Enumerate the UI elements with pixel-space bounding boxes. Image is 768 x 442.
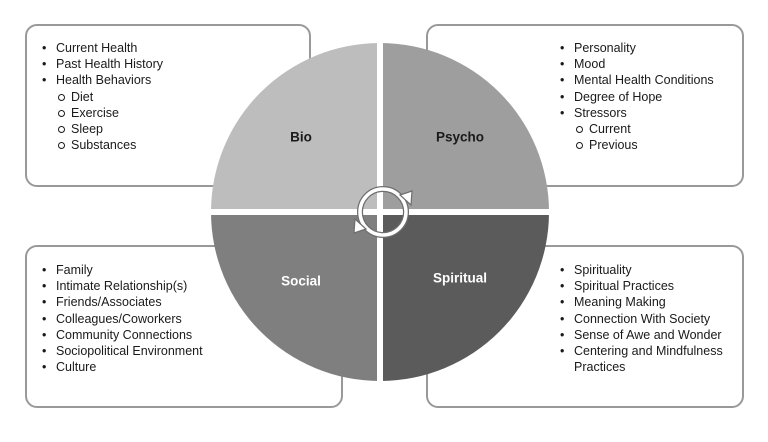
bio-list: Current Health Past Health History Healt… xyxy=(42,40,163,153)
list-item: Spirituality xyxy=(560,262,723,278)
sub-list-item: Sleep xyxy=(42,121,163,137)
list-item: Degree of Hope xyxy=(560,89,714,105)
psycho-quadrant xyxy=(380,43,549,212)
list-item: Community Connections xyxy=(42,327,203,343)
sub-list-item: Current xyxy=(560,121,714,137)
list-item: Colleagues/Coworkers xyxy=(42,311,203,327)
list-item: Meaning Making xyxy=(560,294,723,310)
list-item: Friends/Associates xyxy=(42,294,203,310)
list-item: Current Health xyxy=(42,40,163,56)
list-item: Spiritual Practices xyxy=(560,278,723,294)
list-item: Mood xyxy=(560,56,714,72)
circular-arrows-icon xyxy=(353,186,413,238)
list-item: Personality xyxy=(560,40,714,56)
bio-label: Bio xyxy=(290,129,312,145)
list-item: Family xyxy=(42,262,203,278)
sub-list-item: Previous xyxy=(560,137,714,153)
list-item: Mental Health Conditions xyxy=(560,72,714,88)
list-item: Health Behaviors xyxy=(42,72,163,88)
list-item: Sociopolitical Environment xyxy=(42,343,203,359)
sub-list-item: Substances xyxy=(42,137,163,153)
spiritual-quadrant xyxy=(380,212,549,381)
social-quadrant xyxy=(211,212,380,381)
psycho-list: Personality Mood Mental Health Condition… xyxy=(560,40,714,153)
spiritual-label: Spiritual xyxy=(432,270,488,286)
list-item: Culture xyxy=(42,359,203,375)
list-item: Centering and Mindfulness xyxy=(560,343,723,359)
social-list: Family Intimate Relationship(s) Friends/… xyxy=(42,262,203,376)
bio-quadrant xyxy=(211,43,380,212)
list-item-continuation: Practices xyxy=(574,360,626,375)
list-item: Stressors xyxy=(560,105,714,121)
list-item: Connection With Society xyxy=(560,311,723,327)
list-item: Sense of Awe and Wonder xyxy=(560,327,723,343)
list-item: Past Health History xyxy=(42,56,163,72)
sub-list-item: Exercise xyxy=(42,105,163,121)
psycho-label: Psycho xyxy=(435,129,485,145)
social-label: Social xyxy=(281,273,321,289)
list-item: Intimate Relationship(s) xyxy=(42,278,203,294)
sub-list-item: Diet xyxy=(42,89,163,105)
spiritual-list: Spirituality Spiritual Practices Meaning… xyxy=(560,262,723,375)
